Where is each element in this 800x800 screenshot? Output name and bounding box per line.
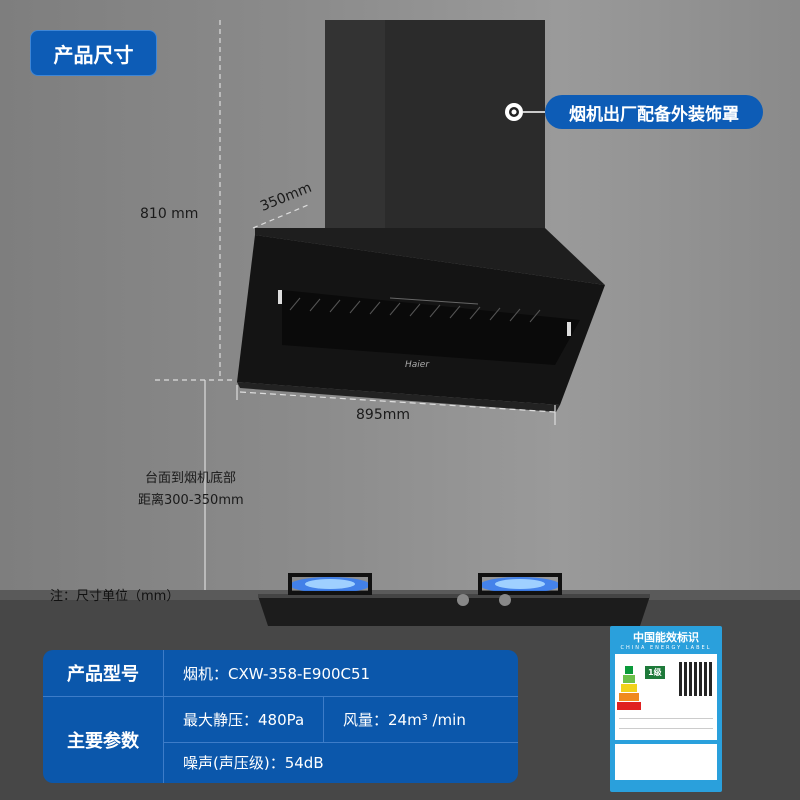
energy-label-subtitle: CHINA ENERGY LABEL — [620, 645, 712, 651]
params-header: 主要参数 — [67, 730, 139, 752]
range-hood — [237, 20, 605, 412]
section-title-badge: 产品尺寸 — [30, 30, 157, 76]
install-distance-line2: 距离300-350mm — [138, 493, 244, 508]
dimension-lines — [155, 20, 556, 590]
callout-label: 烟机出厂配备外装饰罩 — [545, 95, 763, 129]
airflow: 风量：24m³ /min — [343, 710, 466, 729]
model-header: 产品型号 — [67, 664, 139, 685]
static-pressure: 最大静压：480Pa — [183, 710, 305, 729]
model-value: 烟机：CXW-358-E900C51 — [183, 664, 371, 683]
knob — [457, 594, 469, 606]
brand-logo: Haier — [405, 360, 430, 370]
energy-grade: 1级 — [645, 666, 665, 679]
install-distance-line1: 台面到烟机底部 — [145, 471, 237, 486]
knob — [499, 594, 511, 606]
gas-cooktop — [258, 573, 650, 626]
unit-note: 注：尺寸单位（mm） — [50, 589, 180, 604]
height-dimension: 810 mm — [140, 206, 199, 222]
qr-code-icon — [679, 662, 713, 696]
energy-label-title: 中国能效标识 — [633, 631, 699, 644]
energy-label: 中国能效标识 CHINA ENERGY LABEL 1级 — [610, 626, 722, 792]
noise: 噪声(声压级)：54dB — [183, 754, 324, 772]
width-dimension: 895mm — [356, 407, 410, 423]
spec-table: 产品型号 烟机：CXW-358-E900C51 主要参数 最大静压：480Pa … — [43, 650, 518, 783]
